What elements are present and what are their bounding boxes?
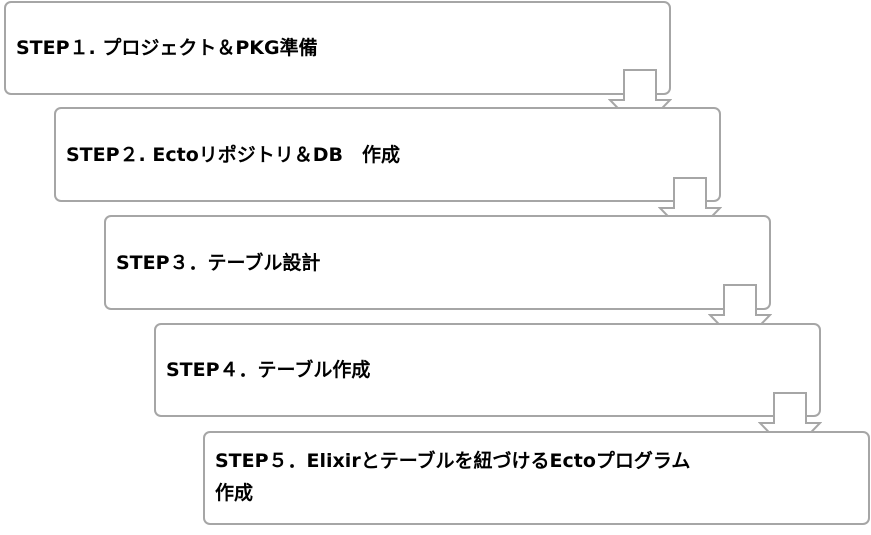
step-1-label: STEP１. プロジェクト＆PKG準備 <box>16 37 318 59</box>
step-4-box: STEP４．テーブル作成 <box>154 323 821 417</box>
step-5-box: STEP５．Elixirとテーブルを紐づけるEctoプログラム 作成 <box>203 431 870 525</box>
step-2-box: STEP２. Ectoリポジトリ＆DB 作成 <box>54 107 721 202</box>
step-5-label: STEP５．Elixirとテーブルを紐づけるEctoプログラム 作成 <box>215 450 691 504</box>
step-2-label: STEP２. Ectoリポジトリ＆DB 作成 <box>66 143 401 166</box>
step-4-label: STEP４．テーブル作成 <box>166 359 371 381</box>
step-3-box: STEP３．テーブル設計 <box>104 215 771 310</box>
step-1-box: STEP１. プロジェクト＆PKG準備 <box>4 1 671 95</box>
step-3-label: STEP３．テーブル設計 <box>116 251 321 274</box>
